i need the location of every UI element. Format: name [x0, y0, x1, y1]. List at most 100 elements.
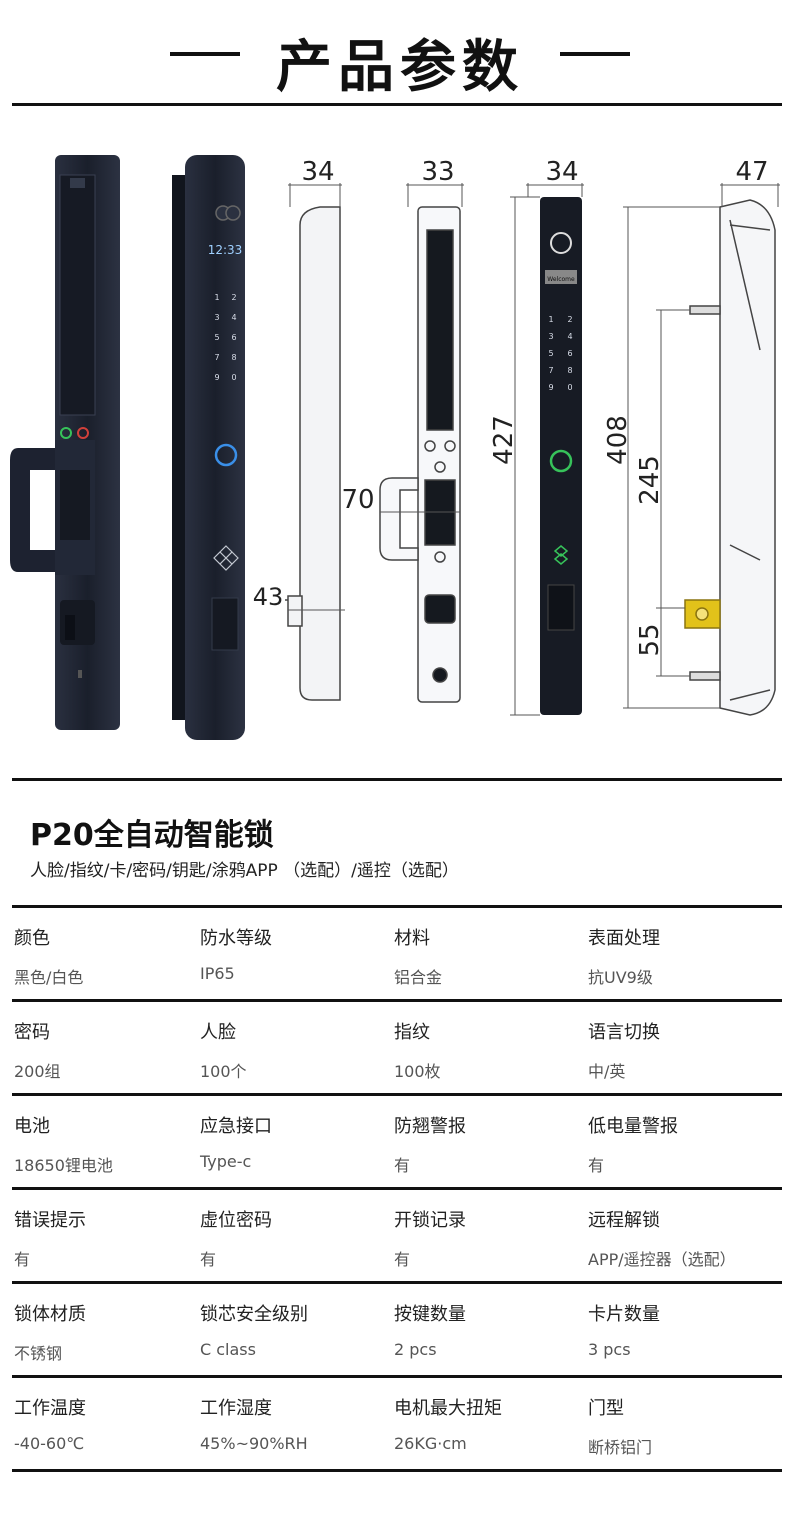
fingerprint-sensor-green-icon [549, 449, 573, 473]
spec-label: 工作湿度 [200, 1398, 272, 1419]
spec-label: 人脸 [200, 1022, 236, 1043]
product-name: P20全自动智能锁 [30, 818, 274, 853]
spec-value: IP65 [200, 964, 235, 983]
spec-label: 语言切换 [588, 1022, 660, 1043]
keypad-key: 3 [548, 332, 553, 341]
spec-value: 铝合金 [394, 968, 443, 987]
spec-label: 防水等级 [200, 928, 272, 949]
spec-label: 指纹 [394, 1022, 430, 1043]
brand-logo-green-icon [553, 545, 569, 565]
spec-label: 密码 [14, 1022, 50, 1043]
keypad-key: 3 [214, 313, 219, 322]
spec-value: 18650锂电池 [14, 1156, 113, 1175]
figure-divider [12, 778, 782, 781]
dim-cylinder-distance: 245 [635, 455, 665, 505]
keypad-key: 9 [548, 383, 553, 392]
brand-logo-icon [213, 545, 239, 571]
dim-cylinder-bottom: 55 [635, 623, 665, 656]
dim-spindle: 43 [253, 583, 284, 611]
spec-label: 表面处理 [588, 928, 660, 949]
spec-label: 颜色 [14, 928, 50, 949]
spec-label: 材料 [394, 928, 430, 949]
dim-height-body: 408 [603, 415, 633, 465]
spec-value: 200组 [14, 1062, 61, 1081]
spec-value: 黑色/白色 [14, 968, 84, 987]
keypad-key: 8 [231, 353, 236, 362]
keypad-key: 6 [567, 349, 572, 358]
spec-label: 开锁记录 [394, 1210, 466, 1231]
spec-value: 不锈钢 [14, 1344, 63, 1363]
keypad-key: 9 [214, 373, 219, 382]
spec-label: 工作温度 [14, 1398, 86, 1419]
product-info: P20全自动智能锁 人脸/指纹/卡/密码/钥匙/涂鸦APP （选配）/遥控（选配… [30, 810, 459, 881]
fingerprint-sensor-icon [214, 443, 238, 467]
spec-value: 抗UV9级 [588, 968, 653, 987]
keypad-key: 0 [231, 373, 236, 382]
dim-width-1: 34 [301, 157, 334, 187]
side-profile-view [285, 183, 345, 701]
page-header: 产品参数 [0, 0, 800, 110]
keypad-key: 5 [548, 349, 553, 358]
spec-label: 门型 [588, 1398, 624, 1419]
spec-row: 密码 200组 人脸 100个 指纹 100枚 语言切换中/英 [12, 999, 782, 1093]
keypad-key: 2 [567, 315, 572, 324]
dim-height-total: 427 [489, 415, 519, 465]
spec-label: 锁芯安全级别 [200, 1304, 308, 1325]
spec-label: 防翘警报 [394, 1116, 466, 1137]
spec-value: 断桥铝门 [588, 1438, 653, 1457]
spec-value: -40-60℃ [14, 1434, 85, 1453]
spec-table: 颜色黑色/白色 防水等级 IP65 材料铝合金 表面处理抗UV9级密码 200组 人脸 100… [12, 905, 782, 1472]
page-title: 产品参数 [276, 35, 524, 100]
spec-value: 100个 [200, 1062, 247, 1081]
dim-width-2: 33 [421, 157, 454, 187]
lock-back-view [10, 155, 120, 730]
spec-value: APP/遥控器（选配） [588, 1250, 736, 1269]
keypad-key: 7 [548, 366, 553, 375]
spec-value: 有 [588, 1156, 605, 1175]
header-divider [12, 103, 782, 106]
spec-value: 有 [394, 1250, 411, 1269]
spec-value: 26KG·cm [394, 1434, 467, 1453]
spec-value: 中/英 [588, 1062, 626, 1081]
spec-label: 卡片数量 [588, 1304, 660, 1325]
back-outline-view [379, 183, 464, 703]
spec-value: 有 [200, 1250, 217, 1269]
keypad-key: 7 [214, 353, 219, 362]
product-features: 人脸/指纹/卡/密码/钥匙/涂鸦APP （选配）/遥控（选配） [30, 861, 459, 881]
spec-value: 100枚 [394, 1062, 441, 1081]
spec-label: 锁体材质 [14, 1304, 86, 1325]
spec-value: 2 pcs [394, 1340, 437, 1359]
keypad-key: 8 [567, 366, 572, 375]
spec-row: 颜色黑色/白色 防水等级 IP65 材料铝合金 表面处理抗UV9级 [12, 905, 782, 999]
spec-value: 3 pcs [588, 1340, 631, 1359]
keypad-key: 4 [231, 313, 236, 322]
spec-value: 有 [14, 1250, 31, 1269]
edge-profile-view [623, 183, 780, 716]
spec-label: 低电量警报 [588, 1116, 678, 1137]
title-dash-right [560, 52, 630, 56]
dim-width-4: 47 [735, 157, 768, 187]
keypad-key: 1 [548, 315, 553, 324]
dim-width-3: 34 [545, 157, 578, 187]
keypad-key: 0 [567, 383, 572, 392]
dim-handle-span: 70 [341, 485, 374, 515]
title-dash-left [170, 52, 240, 56]
spec-label: 错误提示 [14, 1210, 86, 1231]
spec-value: 45%~90%RH [200, 1434, 308, 1453]
keypad-key: 5 [214, 333, 219, 342]
spec-value: Type-c [200, 1152, 252, 1171]
spec-label: 远程解锁 [588, 1210, 660, 1231]
lock-screen-time: 12:33 [208, 243, 243, 257]
lock-screen-welcome: Welcome [547, 276, 575, 283]
keypad-key: 6 [231, 333, 236, 342]
keypad-key: 1 [214, 293, 219, 302]
spec-label: 虚位密码 [200, 1210, 272, 1231]
spec-value: C class [200, 1340, 256, 1359]
spec-label: 应急接口 [200, 1116, 272, 1137]
